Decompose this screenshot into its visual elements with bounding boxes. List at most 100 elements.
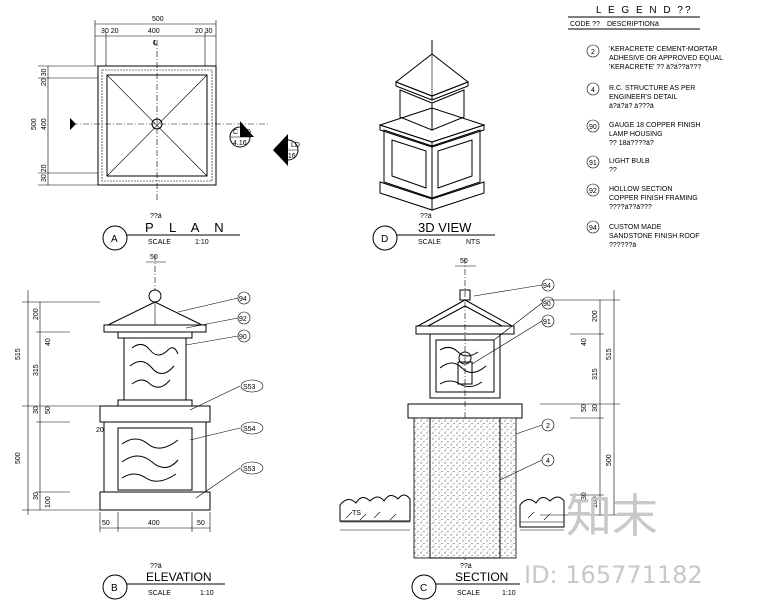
sect-dim-315: 315 [592,368,599,380]
svg-text:SANDSTONE FINISH ROOF: SANDSTONE FINISH ROOF [609,233,700,240]
svg-text:GAUGE 18 COPPER FINISH: GAUGE 18 COPPER FINISH [609,122,700,129]
elev-tag: B [111,583,118,594]
legend-col-code: CODE ?? [570,21,600,28]
view3d: D ??ä 3D VIEW SCALE NTS [372,40,495,251]
sect-tag-circle [411,574,437,600]
svg-text:'KERACRETE' ?? ä?ä??ä???: 'KERACRETE' ?? ä?ä??ä??? [609,64,701,71]
sect-dim-40: 40 [581,338,588,346]
legend-item: 94 CUSTOM MADE SANDSTONE FINISH ROOF ???… [586,220,700,249]
section-marker-b: B LD 4.16 [273,134,300,166]
elev-callout-92: 92 [239,316,247,323]
svg-text:HOLLOW SECTION: HOLLOW SECTION [609,186,672,193]
svg-text:4: 4 [591,87,595,94]
svg-text:LD: LD [291,142,300,149]
view3d-scale-value: NTS [466,239,480,246]
svg-text:90: 90 [589,124,597,131]
section-marker-c: C LD 4.16 [229,121,254,148]
view3d-title-cn: ??ä [420,213,432,220]
svg-text:????ä??ä???: ????ä??ä??? [609,204,652,211]
elev-dim-50: 50 [45,406,52,414]
sect-dim-50: 50 [581,404,588,412]
sect-callout-4: 4 [546,458,550,465]
sect-dim-top: 50 [460,258,468,265]
elev-dim-bottom-right: 50 [197,520,205,527]
legend-item: 91 LIGHT BULB ?? [586,155,650,174]
svg-text:ENGINEER'S DETAIL: ENGINEER'S DETAIL [609,94,678,101]
sect-title-cn: ??ä [460,563,472,570]
plan-tag-circle [102,225,128,251]
svg-text:91: 91 [589,160,597,167]
elevation-view: 50 515 200 40 315 50 30 500 100 [15,254,264,600]
svg-text:LAMP HOUSING: LAMP HOUSING [609,131,663,138]
elev-callout-90: 90 [239,334,247,341]
plan-dim-inner: 400 [148,28,160,35]
plan-dim-left-bottom: 30 20 [41,164,48,182]
sect-dim-200: 200 [592,310,599,322]
sect-title: SECTION [455,570,508,584]
svg-text:4.16: 4.16 [282,153,296,160]
legend-item: 4 R.C. STRUCTURE AS PER ENGINEER'S DETAI… [586,82,695,110]
view3d-title: 3D VIEW [418,220,472,235]
view3d-tag: D [381,234,388,245]
elev-callout-s54: S54 [243,426,256,433]
elev-title-cn: ??ä [150,563,162,570]
elev-callout-s53b: S53 [243,466,256,473]
plan-centerline-mark: ℄ [152,40,158,47]
plan-dim-overall: 500 [152,16,164,23]
legend-item: 90 GAUGE 18 COPPER FINISH LAMP HOUSING ?… [586,119,700,147]
plan-scale-value: 1:10 [195,239,209,246]
sect-ground-label: TS [352,510,361,517]
section-view: 50 TS 515 200 [339,258,620,600]
plan-title-cn: ??ä [150,213,162,220]
sect-dim-100: 100 [592,496,599,508]
elev-scale-value: 1:10 [200,590,214,597]
legend: L E G E N D ?? CODE ?? DESCRIPTION ä 2 '… [568,5,723,249]
sect-scale-label: SCALE [457,590,480,597]
plan-dim-edge-right: 20 30 [195,28,213,35]
view3d-scale-label: SCALE [418,239,441,246]
plan-arrow-left-icon [70,118,76,130]
elev-callout-s53: S53 [243,384,256,391]
svg-text:?? 18ä????ä?: ?? 18ä????ä? [609,140,654,147]
elev-scale-label: SCALE [148,590,171,597]
elev-dim-200: 200 [33,308,40,320]
view3d-tag-circle [372,225,398,251]
sect-dim-30b: 30 [581,492,588,500]
sect-dim-515: 515 [606,348,613,360]
plan-dim-left-overall: 500 [31,118,38,130]
sect-scale-value: 1:10 [502,590,516,597]
plan-dim-left-inner: 400 [41,118,48,130]
elev-dim-bottom-left: 50 [102,520,110,527]
svg-text:4.16: 4.16 [233,140,247,147]
sect-dim-30: 30 [592,404,599,412]
svg-text:92: 92 [589,188,597,195]
sect-callout-90: 90 [543,301,551,308]
elev-dim-top: 50 [150,254,158,261]
legend-item: 92 HOLLOW SECTION COPPER FINISH FRAMING … [586,183,698,211]
elev-dim-bottom-mid: 400 [148,520,160,527]
elev-dim-500: 500 [15,452,22,464]
svg-text:LIGHT BULB: LIGHT BULB [609,158,650,165]
svg-text:C: C [233,129,238,136]
svg-text:2: 2 [591,49,595,56]
sect-callout-94: 94 [543,283,551,290]
svg-text:B: B [283,142,288,149]
plan-view: 500 400 30 20 20 30 500 400 20 30 30 20 … [31,16,300,251]
legend-item: 2 'KERACRETE' CEMENT-MORTAR ADHESIVE OR … [586,44,723,71]
sect-callout-91: 91 [543,319,551,326]
plan-tag: A [111,234,118,245]
svg-text:LD: LD [242,129,251,136]
svg-text:ä?ä?ä? ä???ä: ä?ä?ä? ä???ä [609,103,654,110]
svg-text:COPPER FINISH FRAMING: COPPER FINISH FRAMING [609,195,698,202]
elev-title: ELEVATION [146,570,212,584]
plan-title: P L A N [145,220,230,235]
elev-dim-30b: 30 [33,492,40,500]
svg-text:94: 94 [589,225,597,232]
elev-dim-100: 100 [45,496,52,508]
elev-dim-inner: 20 [96,427,104,434]
elev-dim-315: 315 [33,364,40,376]
legend-title: L E G E N D ?? [596,5,693,16]
svg-text:??: ?? [609,167,617,174]
svg-text:??????ä: ??????ä [609,242,636,249]
